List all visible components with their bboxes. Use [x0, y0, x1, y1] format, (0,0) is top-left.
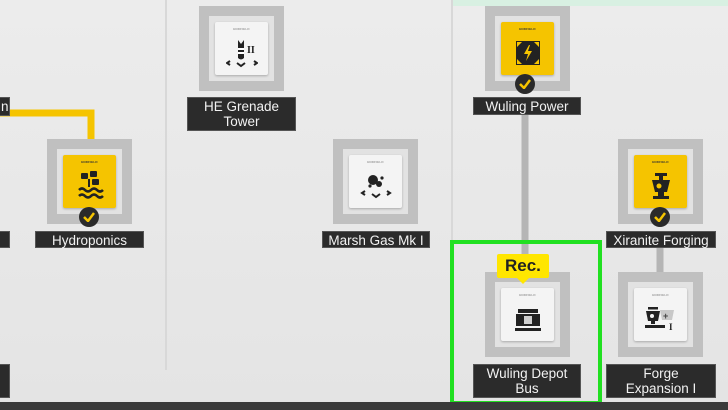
unlocked-check-icon: [650, 207, 670, 227]
partial-node-label-3: [0, 364, 10, 398]
hydroponics-plant-icon: [75, 164, 105, 208]
svg-text:I: I: [669, 322, 673, 332]
forge-icon: [648, 164, 674, 208]
forge-expansion-card: ENDFIELD +I: [634, 288, 687, 341]
node-hydroponics[interactable]: ENDFIELD: [47, 139, 132, 224]
partial-node-label: n: [0, 97, 10, 116]
node-wuling-depot-bus[interactable]: ENDFIELD: [485, 272, 570, 357]
node-forge-expansion-1[interactable]: ENDFIELD +I: [618, 272, 703, 357]
svg-text:II: II: [247, 45, 255, 56]
column-divider: [165, 0, 167, 370]
recommended-badge: Rec.: [497, 254, 549, 284]
node-marsh-gas-mk1[interactable]: ENDFIELD: [333, 139, 418, 224]
top-highlight-strip: [452, 0, 728, 6]
wuling-depot-bus-card: ENDFIELD: [501, 288, 554, 341]
marsh-gas-icon: [359, 164, 392, 208]
partial-node-label-2: [0, 231, 10, 248]
bottom-bar: [0, 402, 728, 410]
he-grenade-tower-card: ENDFIELD II: [215, 22, 268, 75]
unlocked-check-icon: [79, 207, 99, 227]
recommended-highlight-frame: [450, 240, 602, 405]
node-label-wuling-power: Wuling Power: [473, 97, 581, 115]
hydroponics-card: ENDFIELD: [63, 155, 116, 208]
node-label-marsh-gas-mk1: Marsh Gas Mk I: [322, 231, 430, 248]
lightning-power-icon: [514, 31, 542, 75]
wuling-power-card: ENDFIELD: [501, 22, 554, 75]
xiranite-forging-card: ENDFIELD: [634, 155, 687, 208]
node-he-grenade-tower[interactable]: ENDFIELD II: [199, 6, 284, 91]
node-label-xiranite-forging: Xiranite Forging: [606, 231, 716, 248]
grenade-tower-icon: II: [225, 31, 258, 75]
depot-bus-icon: [513, 297, 543, 341]
svg-text:+: +: [663, 311, 668, 321]
forge-expansion-icon: +I: [644, 297, 678, 341]
node-label-hydroponics: Hydroponics: [35, 231, 144, 248]
unlocked-check-icon: [515, 74, 535, 94]
column-divider: [451, 0, 453, 410]
marsh-gas-card: ENDFIELD: [349, 155, 402, 208]
